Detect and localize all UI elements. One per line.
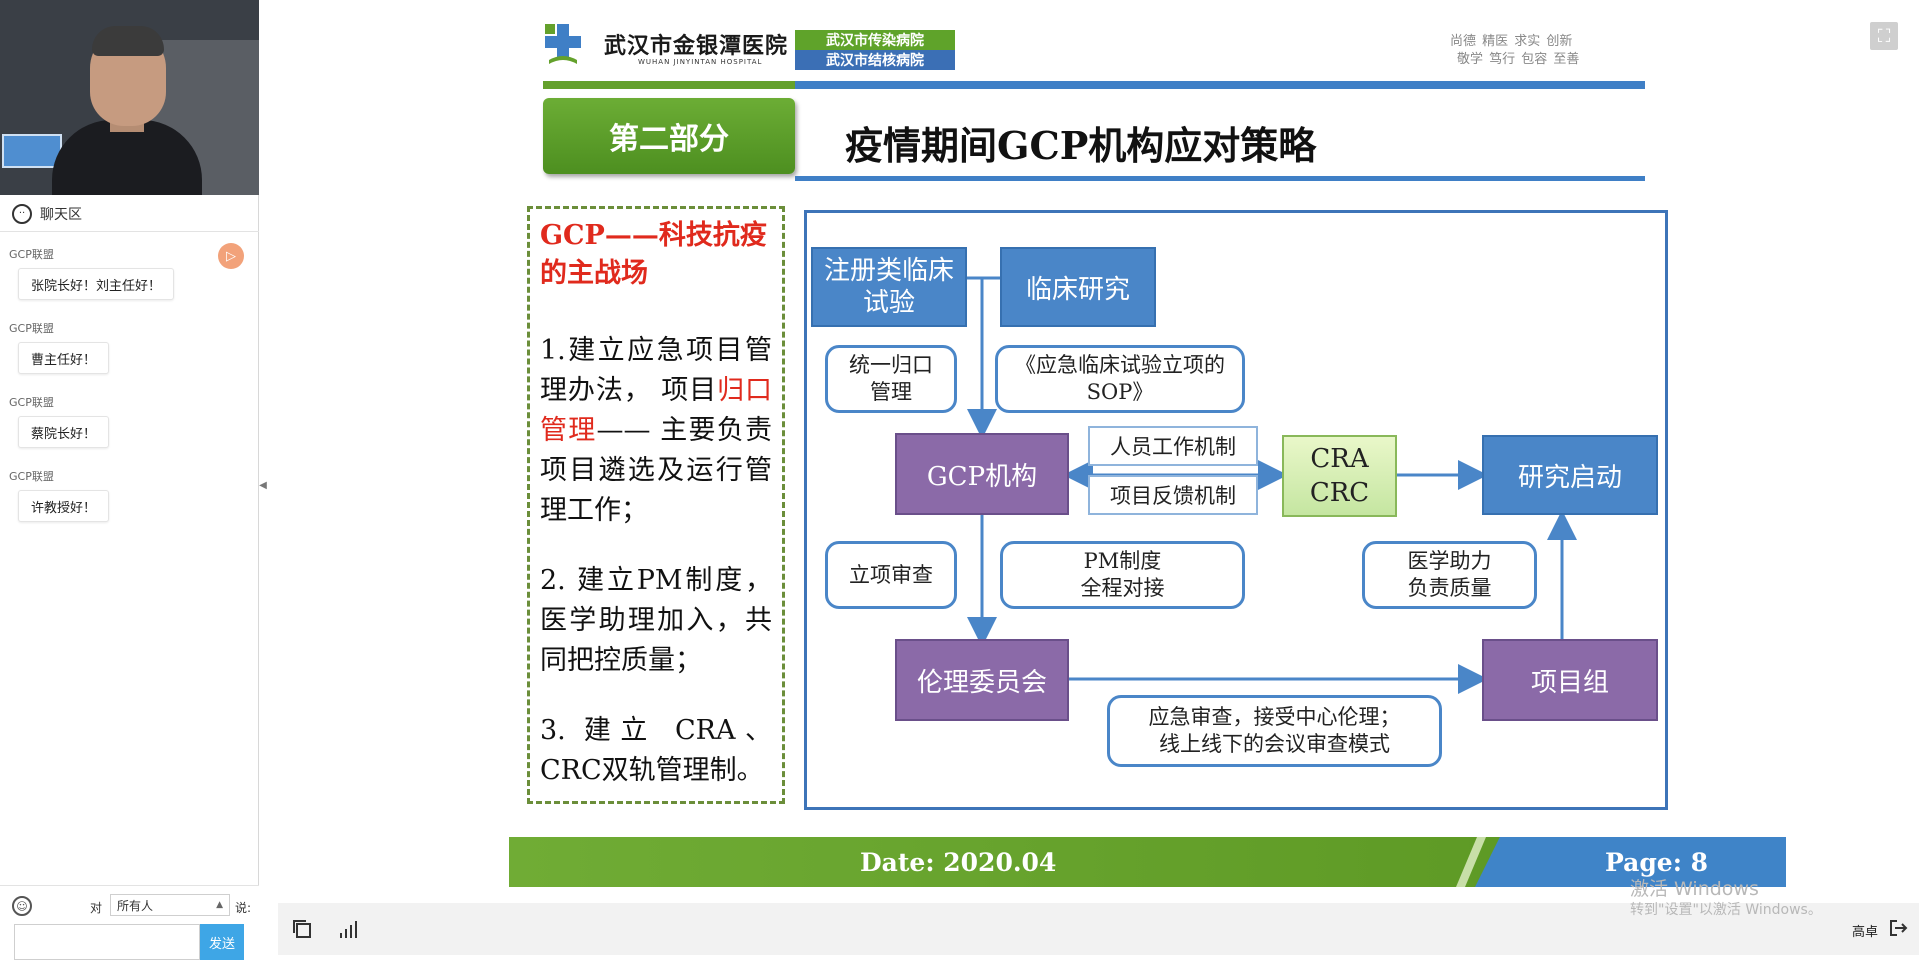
medical-assist-line2: 负责质量 bbox=[1407, 576, 1492, 600]
label-pm-system: PM制度 全程对接 bbox=[1000, 541, 1245, 609]
label-feedback-mechanism: 项目反馈机制 bbox=[1088, 475, 1258, 515]
chat-message: GCP联盟 张院长好！刘主任好！ bbox=[0, 240, 259, 314]
copy-window-icon[interactable] bbox=[292, 919, 312, 939]
medical-assist-line1: 医学助力 bbox=[1407, 549, 1492, 573]
workflow-diagram: 注册类临床试验 临床研究 统一归口管理 《应急临床试验立项的SOP》 GCP机构… bbox=[804, 210, 1668, 810]
chat-list[interactable]: GCP联盟 张院长好！刘主任好！ GCP联盟 曹主任好！ GCP联盟 蔡院长好！… bbox=[0, 240, 259, 536]
node-study-start: 研究启动 bbox=[1482, 435, 1658, 515]
chat-username: GCP联盟 bbox=[9, 470, 54, 483]
bottom-toolbar: 高卓 bbox=[278, 903, 1919, 955]
chat-bubble: 许教授好！ bbox=[18, 490, 110, 522]
exit-icon[interactable] bbox=[1888, 918, 1908, 938]
hospital-english-name: WUHAN JINYINTAN HOSPITAL bbox=[638, 58, 763, 66]
point-1-highlight: 归口管理 bbox=[540, 375, 773, 446]
footer-band-green bbox=[509, 837, 1509, 887]
hospital-name: 武汉市金银潭医院 bbox=[604, 33, 789, 59]
chat-footer: ☺ 对 所有人 ▲ 说: 发送 bbox=[0, 885, 259, 967]
fullscreen-icon[interactable]: ⛶ bbox=[1870, 22, 1898, 50]
windows-activation-hint: 转到"设置"以激活 Windows。 bbox=[1630, 902, 1822, 918]
speaker-video bbox=[0, 0, 259, 195]
speaker-mute-icon[interactable]: ▷ bbox=[218, 243, 244, 269]
title-underline bbox=[795, 176, 1645, 181]
pm-system-line2: 全程对接 bbox=[1080, 576, 1165, 600]
point-1-text-end: —— 主要负责项目遴选及运行管理工作； bbox=[540, 415, 772, 526]
chat-input[interactable] bbox=[14, 924, 200, 960]
label-project-review: 立项审查 bbox=[825, 541, 957, 609]
caret-up-icon: ▲ bbox=[216, 900, 223, 910]
chat-bubble: 曹主任好！ bbox=[18, 342, 110, 374]
pm-system-line1: PM制度 bbox=[1083, 549, 1162, 573]
emergency-review-line1: 应急审查，接受中心伦理； bbox=[1148, 705, 1401, 729]
node-ethics-committee: 伦理委员会 bbox=[895, 639, 1069, 721]
label-emergency-sop: 《应急临床试验立项的SOP》 bbox=[995, 345, 1245, 413]
label-unified-management: 统一归口管理 bbox=[825, 345, 957, 413]
header-divider-blue bbox=[795, 81, 1645, 89]
recipient-select[interactable]: 所有人 ▲ bbox=[110, 894, 230, 916]
network-signal-icon[interactable] bbox=[338, 919, 360, 939]
hospital-logo-icon bbox=[545, 24, 581, 64]
windows-activation-title: 激活 Windows bbox=[1630, 878, 1759, 900]
video-screen-prop bbox=[2, 134, 62, 168]
send-button[interactable]: 发送 bbox=[200, 924, 244, 960]
footer-page-number: Page: 8 bbox=[1605, 848, 1709, 877]
node-project-team: 项目组 bbox=[1482, 639, 1658, 721]
chat-header: ·· 聊天区 bbox=[0, 196, 259, 232]
emoji-icon[interactable]: ☺ bbox=[12, 896, 32, 916]
node-gcp-organization: GCP机构 bbox=[895, 433, 1069, 515]
node-registration-trial: 注册类临床试验 bbox=[811, 247, 967, 327]
label-medical-assistance: 医学助力 负责质量 bbox=[1362, 541, 1537, 609]
hospital-motto-line2: 敬学 笃行 包容 至善 bbox=[1457, 52, 1580, 67]
presentation-slide: 武汉市金银潭医院 WUHAN JINYINTAN HOSPITAL 武汉市传染病… bbox=[500, 0, 1919, 900]
strategy-point-3: 3. 建立 CRA、CRC双轨管理制。 bbox=[540, 715, 772, 786]
node-cra-crc: CRA CRC bbox=[1282, 435, 1397, 517]
chat-username: GCP联盟 bbox=[9, 248, 54, 261]
section-label: 第二部分 bbox=[543, 98, 795, 174]
point-1-text: 1.建立应急项目管理办法， 项目 bbox=[540, 335, 772, 406]
collapse-left-icon[interactable]: ◀ bbox=[259, 479, 267, 491]
speaker-body bbox=[52, 120, 202, 195]
main-area: ⛶ 武汉市金银潭医院 WUHAN JINYINTAN HOSPITAL 武汉市传… bbox=[268, 0, 1919, 967]
slide-title: 疫情期间GCP机构应对策略 bbox=[845, 123, 1317, 168]
footer-date: Date: 2020.04 bbox=[860, 848, 1057, 877]
footer-band-blue bbox=[1475, 837, 1786, 887]
hospital-motto-line1: 尚德 精医 求实 创新 bbox=[1450, 34, 1573, 49]
chat-bubble-icon: ·· bbox=[12, 203, 32, 224]
say-label: 说: bbox=[235, 901, 252, 915]
speaker-hair bbox=[92, 26, 164, 56]
to-label: 对 bbox=[90, 901, 103, 915]
recipient-value: 所有人 bbox=[117, 898, 154, 913]
strategy-text-box: GCP——科技抗疫的主战场 1.建立应急项目管理办法， 项目归口管理—— 主要负… bbox=[527, 206, 785, 804]
emergency-review-line2: 线上线下的会议审查模式 bbox=[1159, 732, 1390, 756]
label-personnel-mechanism: 人员工作机制 bbox=[1088, 426, 1258, 466]
chat-message: GCP联盟 蔡院长好！ bbox=[0, 388, 259, 462]
chat-bubble: 张院长好！刘主任好！ bbox=[18, 268, 175, 300]
node-clinical-research: 临床研究 bbox=[1000, 247, 1156, 327]
cra-label: CRA bbox=[1310, 444, 1369, 474]
chat-username: GCP联盟 bbox=[9, 396, 54, 409]
strategy-heading: GCP——科技抗疫的主战场 bbox=[540, 220, 767, 289]
chat-bubble: 蔡院长好！ bbox=[18, 416, 110, 448]
label-emergency-review: 应急审查，接受中心伦理； 线上线下的会议审查模式 bbox=[1107, 695, 1442, 767]
strategy-point-2: 2. 建立PM制度，医学助理加入，共同把控质量； bbox=[540, 565, 772, 676]
hospital-badge-top: 武汉市传染病院 bbox=[795, 30, 955, 50]
strategy-point-1: 1.建立应急项目管理办法， 项目归口管理—— 主要负责项目遴选及运行管理工作； bbox=[540, 331, 772, 531]
hospital-badge-bottom: 武汉市结核病院 bbox=[795, 50, 955, 70]
left-panel: ·· 聊天区 ▷ GCP联盟 张院长好！刘主任好！ GCP联盟 曹主任好！ GC… bbox=[0, 0, 259, 967]
chat-title: 聊天区 bbox=[40, 206, 82, 223]
chat-username: GCP联盟 bbox=[9, 322, 54, 335]
chat-message: GCP联盟 曹主任好！ bbox=[0, 314, 259, 388]
current-user-name: 高卓 bbox=[1852, 925, 1879, 940]
crc-label: CRC bbox=[1309, 478, 1370, 508]
header-divider-green bbox=[543, 81, 795, 89]
chat-message: GCP联盟 许教授好！ bbox=[0, 462, 259, 536]
